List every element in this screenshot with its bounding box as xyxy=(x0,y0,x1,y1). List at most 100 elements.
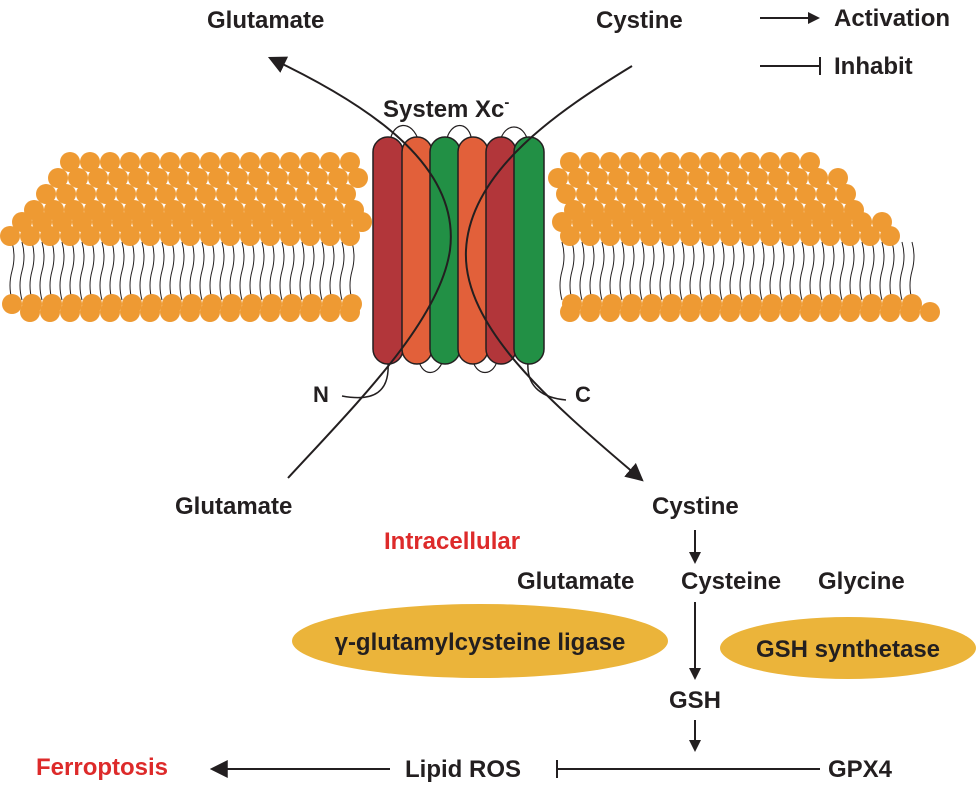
lipid-head xyxy=(76,184,96,204)
lipid-head xyxy=(880,226,900,246)
lipid-head xyxy=(620,302,640,322)
lipid-tail xyxy=(879,241,885,301)
lipid-head xyxy=(680,302,700,322)
lipid-head xyxy=(700,302,720,322)
lipid-head xyxy=(352,212,372,232)
gamma-glutamylcysteine-ligase-ellipse xyxy=(292,604,668,678)
lipid-tail xyxy=(239,241,245,301)
lipid-head xyxy=(136,184,156,204)
lipid-tail xyxy=(559,241,565,301)
helix-orange xyxy=(401,136,433,365)
lipid-head xyxy=(80,226,100,246)
lipid-head xyxy=(780,302,800,322)
lipid-head xyxy=(128,168,148,188)
lipid-head xyxy=(660,152,680,172)
lipid-head xyxy=(648,168,668,188)
lipid-tail xyxy=(279,241,285,301)
lipid-head xyxy=(568,168,588,188)
helix-green xyxy=(513,136,545,365)
lipid-head xyxy=(756,184,776,204)
lipid-tail xyxy=(709,241,715,301)
lipid-tail xyxy=(909,241,915,301)
lipid-head xyxy=(560,152,580,172)
lipid-tail xyxy=(79,241,85,301)
lipid-ros-label: Lipid ROS xyxy=(405,756,521,783)
lipid-head xyxy=(708,168,728,188)
lipid-head xyxy=(296,184,316,204)
lipid-head xyxy=(96,184,116,204)
lipid-head xyxy=(320,226,340,246)
lipid-tail xyxy=(229,241,235,301)
lipid-head xyxy=(280,302,300,322)
lipid-tail xyxy=(889,241,895,301)
intracellular-label: Intracellular xyxy=(384,528,520,555)
lipid-tail xyxy=(609,241,615,301)
lipid-tail xyxy=(159,241,165,301)
lipid-tail xyxy=(299,241,305,301)
lipid-head xyxy=(168,168,188,188)
lipid-head xyxy=(200,226,220,246)
lipid-head xyxy=(68,168,88,188)
lipid-head xyxy=(820,302,840,322)
system-xc-label: System Xc- xyxy=(383,94,509,123)
lipid-head xyxy=(48,168,68,188)
lipid-head xyxy=(596,184,616,204)
lipid-head xyxy=(768,168,788,188)
lipid-tail xyxy=(149,241,155,301)
lipid-head xyxy=(840,302,860,322)
c-terminus-label: C xyxy=(575,382,591,407)
lipid-tail xyxy=(39,241,45,301)
lipid-head xyxy=(248,168,268,188)
amino-acid-glycine-label: Glycine xyxy=(818,568,905,595)
lipid-head xyxy=(736,184,756,204)
lipid-head xyxy=(60,152,80,172)
lipid-tail xyxy=(329,241,335,301)
legend-inhibit-label: Inhabit xyxy=(834,53,913,80)
lipid-head xyxy=(140,226,160,246)
lipid-head xyxy=(816,184,836,204)
lipid-tail xyxy=(849,241,855,301)
lipid-head xyxy=(288,168,308,188)
amino-acid-glutamate-label: Glutamate xyxy=(517,568,634,595)
lipid-head xyxy=(780,226,800,246)
lipid-head xyxy=(788,168,808,188)
lipid-tail xyxy=(689,241,695,301)
lipid-head xyxy=(160,302,180,322)
lipid-head xyxy=(720,152,740,172)
lipid-head xyxy=(300,302,320,322)
lipid-tail xyxy=(699,241,705,301)
lipid-tail xyxy=(769,241,775,301)
system-xc-transporter xyxy=(341,124,567,401)
helix-orange xyxy=(457,136,489,365)
lipid-head xyxy=(660,226,680,246)
lipid-head xyxy=(860,226,880,246)
lipid-tail xyxy=(899,241,905,301)
gamma-glutamylcysteine-ligase-label: γ-glutamylcysteine ligase xyxy=(335,629,626,656)
lipid-head xyxy=(100,226,120,246)
lipid-tail xyxy=(199,241,205,301)
lipid-tail xyxy=(129,241,135,301)
lipid-head xyxy=(620,152,640,172)
lipid-head xyxy=(860,302,880,322)
lipid-head xyxy=(40,302,60,322)
lipid-head xyxy=(88,168,108,188)
lipid-head xyxy=(800,302,820,322)
lipid-head xyxy=(100,152,120,172)
lipid-head xyxy=(236,184,256,204)
n-terminus-tail xyxy=(341,361,389,399)
lipid-head xyxy=(60,302,80,322)
lipid-head xyxy=(260,302,280,322)
ferroptosis-label: Ferroptosis xyxy=(36,754,168,781)
lipid-head xyxy=(340,302,360,322)
lipid-tail xyxy=(309,241,315,301)
lipid-head xyxy=(640,226,660,246)
legend-activation-label: Activation xyxy=(834,5,950,32)
lipid-head xyxy=(640,152,660,172)
lipid-head xyxy=(548,168,568,188)
lipid-head xyxy=(120,302,140,322)
lipid-head xyxy=(116,184,136,204)
lipid-head xyxy=(620,226,640,246)
lipid-head xyxy=(216,184,236,204)
lipid-head xyxy=(148,168,168,188)
lipid-head xyxy=(580,152,600,172)
